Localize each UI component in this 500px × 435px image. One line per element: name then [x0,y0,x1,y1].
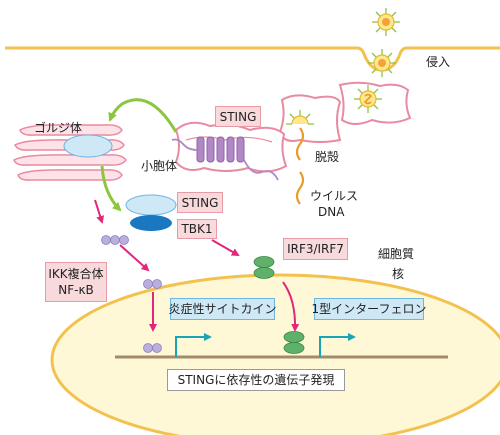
box-gene-expression: STINGに依存性の遺伝子発現 [167,369,345,391]
virus-particle-top [372,8,400,36]
sting-c-tail [243,159,279,181]
irf-dimer-nucleus [283,331,305,354]
arrow-irf-to-nucleus [282,281,300,332]
tbk1-oval [130,215,172,231]
arrow-tbk1-to-irf [211,239,240,256]
promoter-arrow-cytokine [175,333,212,357]
ikk-dots-2 [143,279,162,289]
ikk-label: IKK複合体 [48,267,104,281]
box-sting-mid: STING [177,192,223,213]
label-entry: 侵入 [426,55,451,69]
virus-in-endosome [354,85,382,113]
viral-dna-strand-2 [295,171,305,205]
box-interferon: 1型インターフェロン [312,298,426,320]
viral-dna-strand-1 [295,127,305,161]
green-arrow-er-to-golgi [108,98,178,133]
sting-dimer-oval [125,194,177,216]
virus-particle-entering [368,49,396,77]
label-vesicle: 小胞体 [141,159,178,173]
label-cytoplasm: 細胞質 [378,247,415,261]
box-irf: IRF3/IRF7 [283,238,348,260]
green-arrow-golgi-to-sting [100,165,122,212]
label-uncoating: 脱殻 [315,150,340,164]
box-tbk1: TBK1 [177,219,217,239]
arrow-to-ikk-dots [119,244,150,272]
label-viral-dna-1: ウイルス [310,189,359,203]
box-sting-top: STING [215,106,261,127]
irf-dimer-cytoplasm [253,256,275,279]
uncoating-virus [286,110,314,125]
ikk-dots-1 [101,235,129,245]
golgi-sting-oval [63,134,113,158]
sting-transmembrane [196,136,245,163]
nucleus-envelope [50,273,500,435]
uncoating-vesicle [278,94,342,143]
label-nucleus: 核 [392,267,405,281]
er-lumen-line [185,136,273,143]
ikk-dots-nucleus [143,343,162,353]
box-cytokine: 炎症性サイトカイン [169,298,277,320]
box-ikk-complex: IKK複合体 NF-κB [45,262,107,302]
label-viral-dna-2: DNA [318,205,345,219]
nfkb-label: NF-κB [58,283,94,297]
promoter-arrow-interferon [319,333,356,357]
label-golgi: ゴルジ体 [34,121,83,135]
arrow-golgi-to-ikk [94,199,104,224]
sting-n-tail [171,138,198,151]
